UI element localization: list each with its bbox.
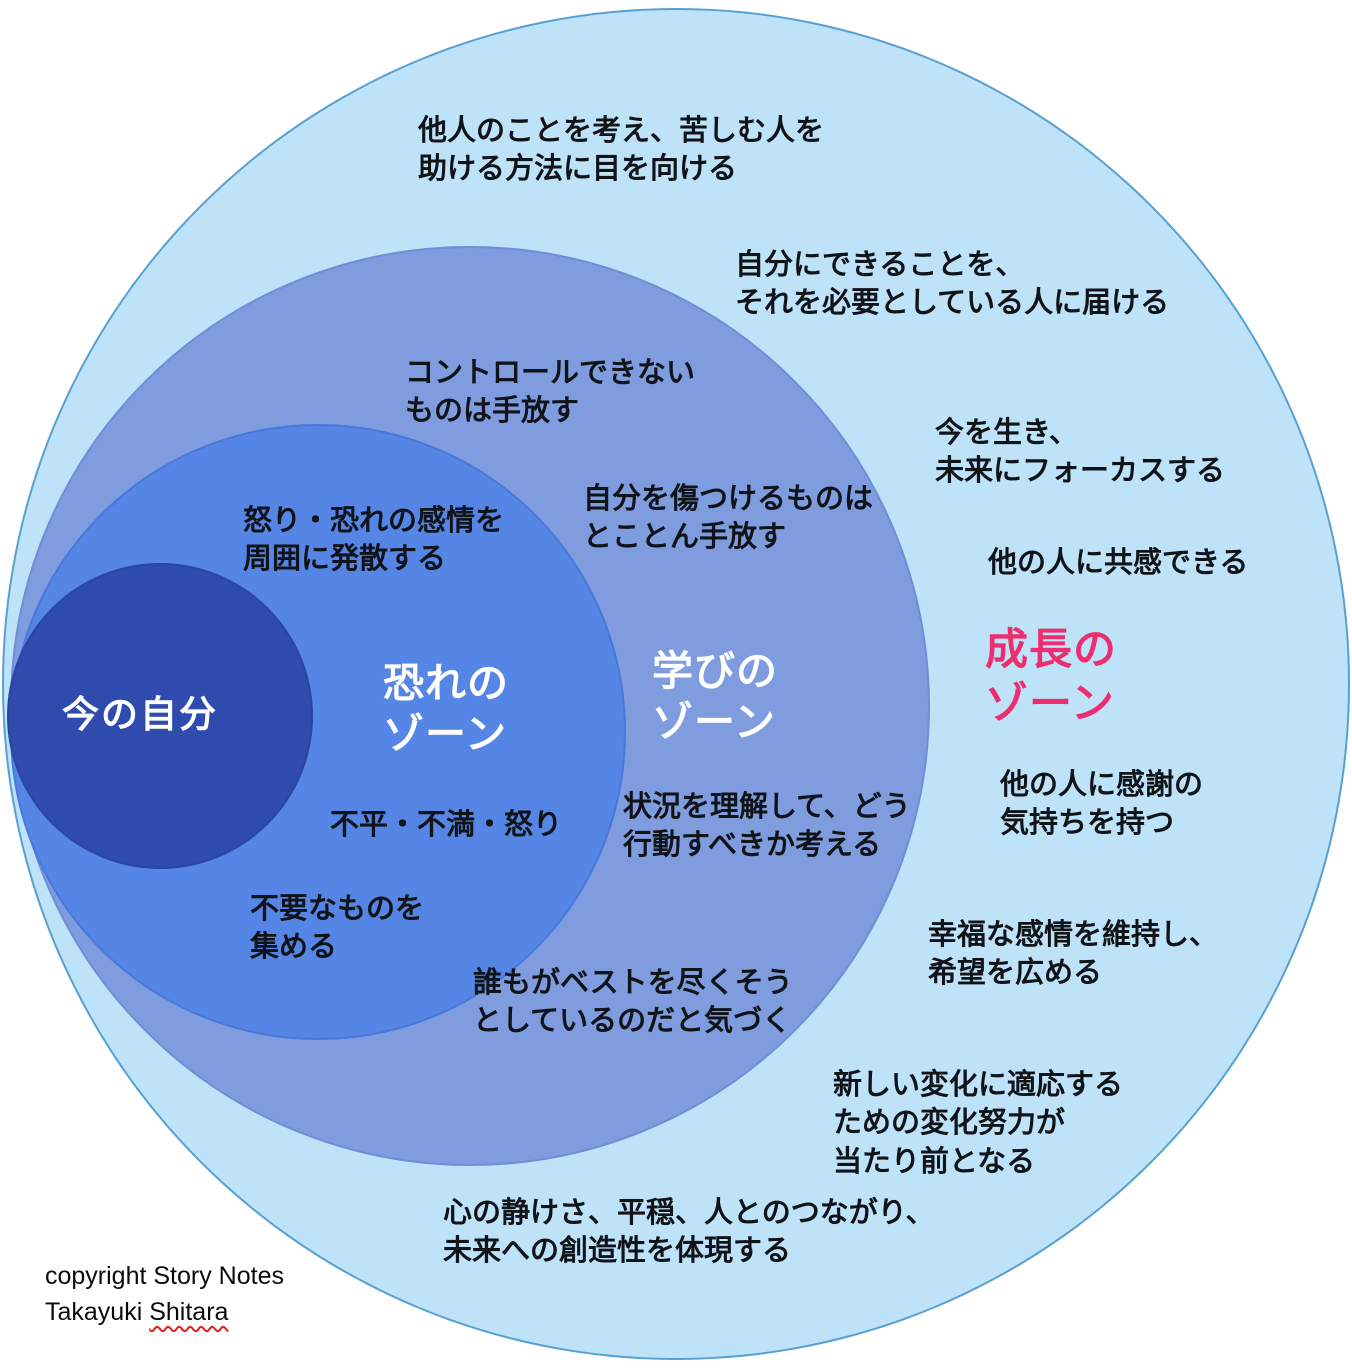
current-self-circle	[7, 563, 313, 869]
copyright-author-first: Takayuki	[45, 1298, 150, 1327]
annotation-maintain-happiness: 幸福な感情を維持し、 希望を広める	[928, 919, 1219, 990]
annotation-complaints-anger: 不平・不満・怒り	[330, 809, 563, 841]
annotation-gratitude: 他の人に感謝の 気持ちを持つ	[1000, 769, 1204, 840]
annotation-release-harmful: 自分を傷つけるものは とことん手放す	[583, 483, 874, 554]
annotation-empathize-others: 他の人に共感できる	[988, 547, 1249, 579]
annotation-calm-and-creativity: 心の静けさ、平穏、人とのつながり、 未来への創造性を体現する	[443, 1197, 935, 1268]
learning-zone-label: 学びの ゾーン	[652, 648, 778, 746]
annotation-everyone-does-best: 誰もがベストを尽くそう としているのだと気づく	[473, 967, 793, 1038]
growth-zone-label: 成長の ゾーン	[985, 626, 1117, 728]
annotation-help-others: 他人のことを考え、苦しむ人を 助ける方法に目を向ける	[418, 115, 825, 186]
annotation-understand-situation: 状況を理解して、どう 行動すべきか考える	[623, 791, 911, 862]
copyright-author-last: Shitara	[149, 1298, 229, 1327]
annotation-deliver-to-needy: 自分にできることを、 それを必要としている人に届ける	[735, 249, 1170, 320]
annotation-vent-anger-fear: 怒り・恐れの感情を 周囲に発散する	[243, 505, 505, 576]
annotation-focus-on-future: 今を生き、 未来にフォーカスする	[935, 417, 1226, 488]
annotation-adapt-to-change: 新しい変化に適応する ための変化努力が 当たり前となる	[833, 1069, 1124, 1178]
fear-zone-label: 恐れの ゾーン	[383, 660, 509, 758]
current-self-label: 今の自分	[62, 694, 218, 735]
copyright: copyright Story Notes Takayuki Shitara	[45, 1258, 284, 1331]
copyright-line1: copyright Story Notes	[45, 1262, 284, 1290]
annotation-collect-unneeded: 不要なものを 集める	[250, 893, 425, 964]
copyright-line2: Takayuki Shitara	[45, 1294, 284, 1330]
annotation-let-go-uncontrollable: コントロールできない ものは手放す	[405, 357, 696, 428]
